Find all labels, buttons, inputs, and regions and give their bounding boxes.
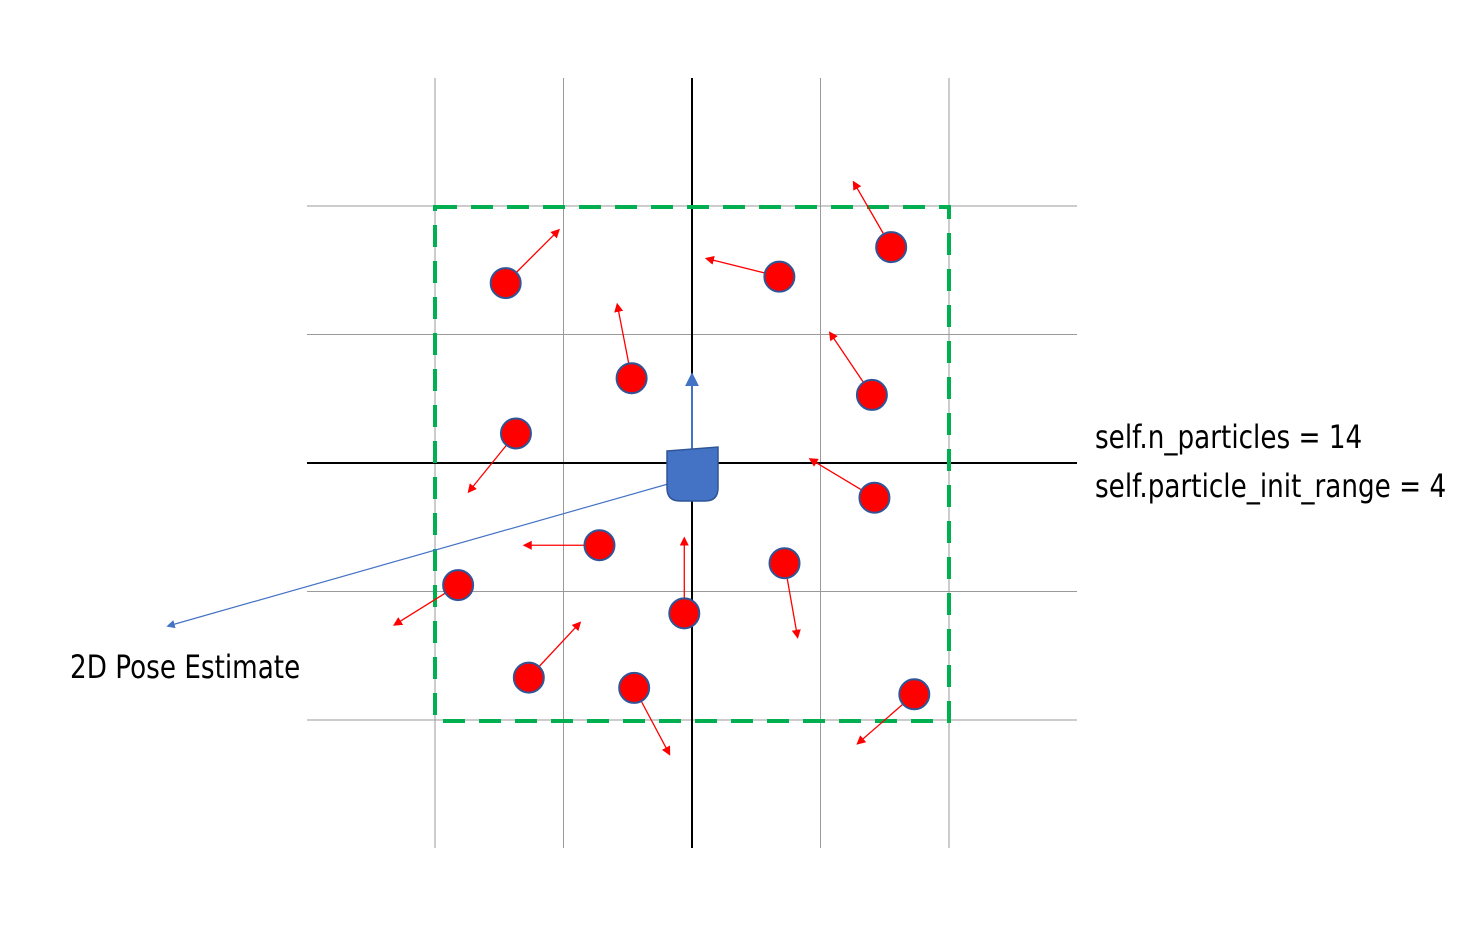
particle: [668, 597, 701, 630]
pose-estimate-pointer: [166, 483, 669, 629]
particle-heading-arrow: [515, 228, 560, 273]
n-particles-label: self.n_particles = 14: [1095, 418, 1363, 456]
init-range-box: [433, 205, 951, 723]
particle-heading-arrow: [392, 592, 446, 626]
particle: [875, 231, 908, 264]
particle: [499, 417, 532, 450]
particle: [512, 661, 545, 694]
particle: [615, 362, 648, 395]
robot-marker: [666, 446, 719, 502]
particle: [583, 529, 616, 562]
particle: [618, 671, 651, 704]
particle: [763, 260, 796, 293]
particle-heading-arrow: [640, 700, 671, 756]
particle: [898, 678, 931, 711]
particle-heading-arrow: [614, 302, 630, 364]
particle-heading-arrow: [538, 621, 582, 668]
particle: [489, 267, 522, 300]
particle-heading-arrow: [467, 444, 508, 494]
particle: [442, 569, 475, 602]
particles: [392, 180, 931, 756]
particle-heading-arrow: [808, 458, 862, 491]
particle-heading-arrow: [786, 577, 801, 639]
particle-init-range-label: self.particle_init_range = 4: [1095, 467, 1447, 505]
robot: [666, 372, 719, 502]
particle-heading-arrow: [856, 703, 904, 745]
particle-heading-arrow: [828, 331, 865, 383]
particle: [858, 481, 891, 514]
particle-heading-arrow: [704, 255, 765, 274]
particle: [855, 378, 888, 411]
pose-estimate-label: 2D Pose Estimate: [70, 648, 301, 686]
particle: [768, 547, 801, 580]
particle-heading-arrow: [852, 180, 885, 235]
